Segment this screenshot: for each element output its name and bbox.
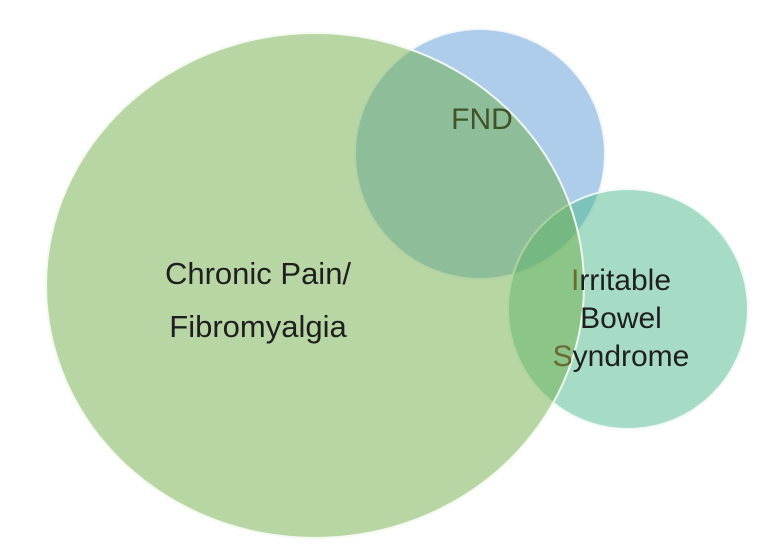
chronic-pain-label-line-2: Fibromyalgia [169,309,347,344]
chronic-pain-fibromyalgia-label: Chronic Pain/ Fibromyalgia [98,247,418,353]
ibs-line-3-initial: S [552,340,573,373]
ibs-line-2-rest: Bowel [580,302,662,335]
ibs-line-3-rest: yndrome [572,340,690,373]
irritable-bowel-syndrome-label: Irritable Bowel Syndrome [516,262,726,376]
ibs-line-1-rest: rritable [579,264,672,297]
ibs-line-1-initial: I [570,264,580,297]
ibs-label-line-1: Irritable [516,262,726,300]
chronic-pain-fibromyalgia-circle [45,32,585,539]
ibs-label-line-2: Bowel [516,300,726,338]
ibs-label-line-3: Syndrome [516,338,726,376]
fnd-label: FND [451,103,513,136]
chronic-pain-label-line-1: Chronic Pain/ [164,256,352,291]
